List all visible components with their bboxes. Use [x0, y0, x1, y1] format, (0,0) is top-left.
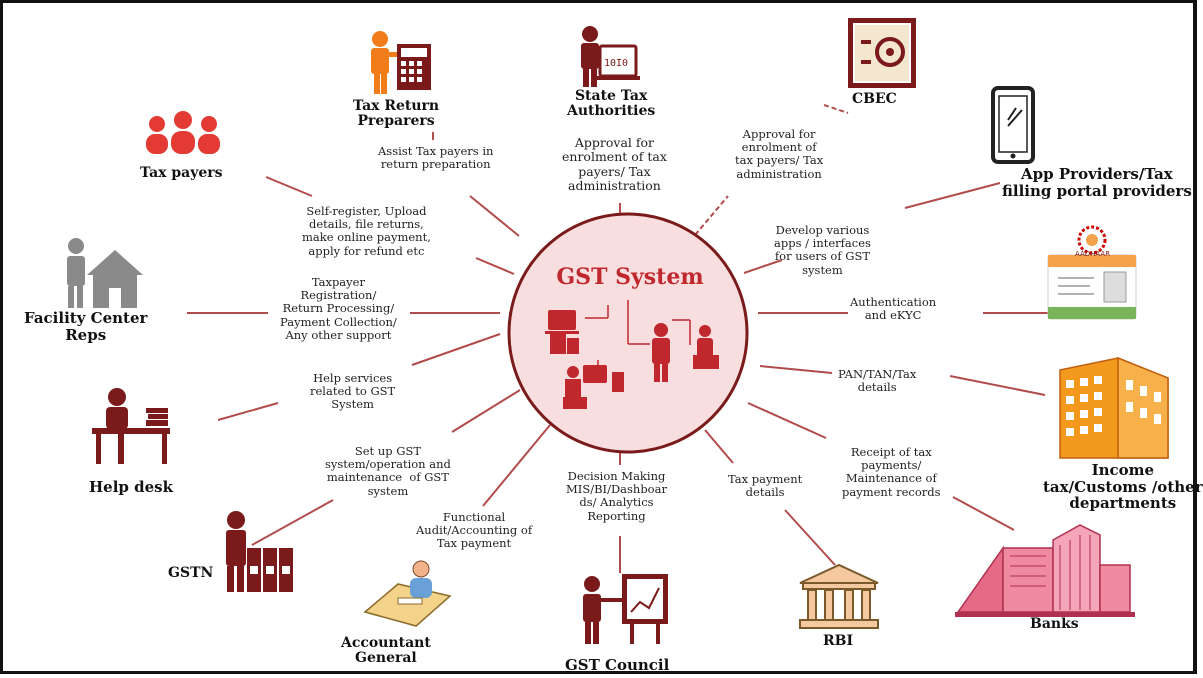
line-app-providers — [743, 259, 783, 274]
node-banks: Banks — [1030, 616, 1079, 632]
aadhaar-logo-text: AADHAAR — [1075, 250, 1111, 258]
node-app-providers: App Providers/Tax filling portal provide… — [1002, 165, 1192, 200]
line-receipt-right — [952, 496, 1015, 531]
desk-person-icon — [92, 388, 170, 464]
desc-assist-tax-payers: Assist Tax payers in return preparation — [378, 144, 494, 172]
line-app-providers-right — [904, 182, 1001, 209]
accountant-desk-icon — [363, 560, 452, 627]
skyscraper-buildings-icon — [955, 524, 1135, 617]
desc-decision-making: Decision Making MIS/BI/Dashboar ds/ Anal… — [566, 469, 667, 523]
desc-authentication: Authentication and eKYC — [850, 295, 937, 323]
desc-pan-tan: PAN/TAN/Tax details — [838, 367, 917, 395]
line-audit — [482, 424, 551, 507]
bank-building-icon — [799, 563, 879, 629]
hub-people-icon — [545, 300, 719, 409]
node-income-tax: Income tax/Customs /other departments — [1043, 461, 1203, 512]
line-help-desk-left — [217, 402, 279, 421]
node-state-tax-authorities: State Tax Authorities — [567, 88, 656, 120]
line-rbi — [704, 429, 734, 464]
group-of-people-icon — [146, 111, 220, 154]
desc-set-up-gst: Set up GST system/operation and maintena… — [325, 444, 451, 498]
aadhaar-card-icon — [1047, 225, 1137, 320]
laptop-screen-text: 10I0 — [604, 58, 628, 69]
desc-tax-payment-details: Tax payment details — [728, 472, 803, 500]
node-rbi: RBI — [823, 633, 854, 649]
node-gstn: GSTN — [168, 565, 214, 581]
files-person-icon — [226, 511, 293, 592]
desc-approval-state: Approval for enrolment of tax payers/ Ta… — [562, 135, 667, 194]
line-cbec — [689, 195, 729, 242]
desc-approval-cbec: Approval for enrolment of tax payers/ Ta… — [735, 127, 824, 181]
node-help-desk: Help desk — [89, 478, 173, 496]
node-facility-center-reps: Facility Center Reps — [24, 309, 148, 344]
line-cbec-top — [823, 104, 849, 114]
node-gst-council: GST Council — [565, 656, 670, 674]
line-receipt — [747, 402, 827, 439]
line-pan-tan — [759, 365, 833, 374]
house-person-icon — [67, 238, 143, 308]
node-cbec: CBEC — [852, 91, 897, 107]
node-tax-return-preparers: Tax Return Preparers — [353, 98, 440, 130]
office-building-icon — [1059, 356, 1169, 459]
presentation-person-icon — [583, 574, 668, 644]
line-help-desk — [411, 333, 501, 366]
desc-self-register: Self-register, Upload details, file retu… — [302, 204, 431, 258]
line-rbi-bottom — [784, 509, 836, 566]
desc-develop-apps: Develop various apps / interfaces for us… — [774, 223, 871, 277]
line-gstn — [451, 389, 521, 433]
node-tax-payers: Tax payers — [140, 165, 223, 181]
node-accountant-general: Accountant General — [341, 635, 431, 667]
hub-title: GST System — [556, 264, 704, 290]
desc-taxpayer-registration: Taxpayer Registration/ Return Processing… — [280, 275, 397, 342]
calculator-person-icon — [371, 31, 431, 94]
safe-icon — [848, 18, 916, 88]
line-tax-payers — [475, 257, 515, 275]
desc-receipt-of-tax: Receipt of tax payments/ Maintenance of … — [842, 445, 941, 499]
line-tax-return-preparers — [469, 195, 520, 237]
line-tax-payers-left — [265, 176, 313, 197]
line-gstn-left — [251, 499, 334, 546]
line-pan-tan-right — [949, 375, 1046, 396]
desc-help-services: Help services related to GST System — [310, 371, 396, 412]
desc-functional-audit: Functional Audit/Accounting of Tax payme… — [416, 510, 533, 551]
smartphone-icon — [991, 86, 1035, 164]
laptop-person-icon: 10I0 — [581, 26, 640, 87]
